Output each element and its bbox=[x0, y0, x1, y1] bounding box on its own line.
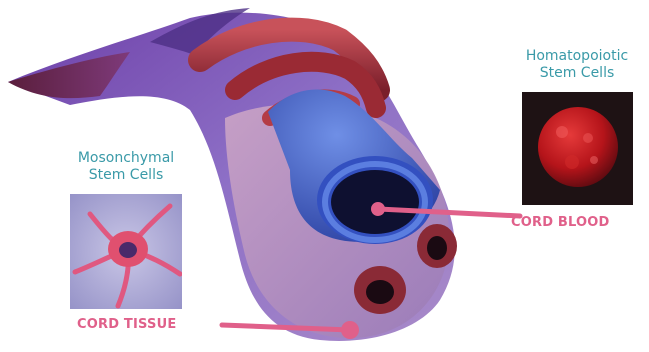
msc-title-line2: Stem Cells bbox=[56, 167, 196, 184]
mesenchymal-stem-cells-title: Mosonchymal Stem Cells bbox=[56, 150, 196, 184]
cord-tissue-label: CORD TISSUE bbox=[77, 317, 176, 332]
cord-blood-label: CORD BLOOD bbox=[511, 215, 610, 230]
hsc-title-line2: Stem Cells bbox=[512, 65, 642, 82]
hematopoietic-stem-cell-photo bbox=[522, 92, 633, 205]
mesenchymal-stem-cell-photo bbox=[70, 194, 182, 309]
msc-title-line1: Mosonchymal bbox=[56, 150, 196, 167]
hsc-title-line1: Homatopoiotic bbox=[512, 48, 642, 65]
hematopoietic-stem-cells-title: Homatopoiotic Stem Cells bbox=[512, 48, 642, 82]
